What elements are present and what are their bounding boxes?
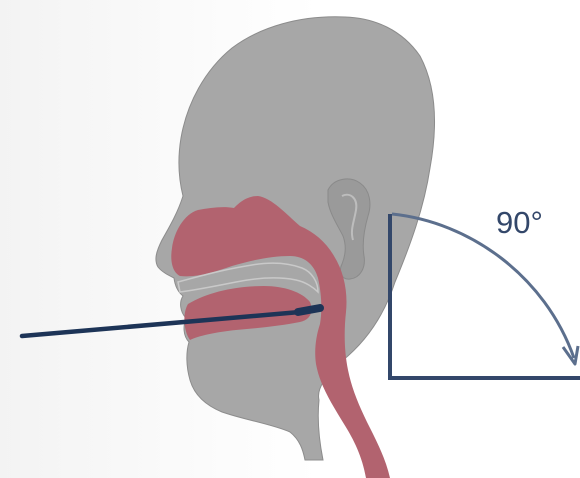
right-angle-icon: [390, 214, 580, 378]
swab-tip: [298, 308, 320, 312]
angle-label: 90°: [496, 203, 543, 243]
rotation-arc: [392, 214, 574, 358]
